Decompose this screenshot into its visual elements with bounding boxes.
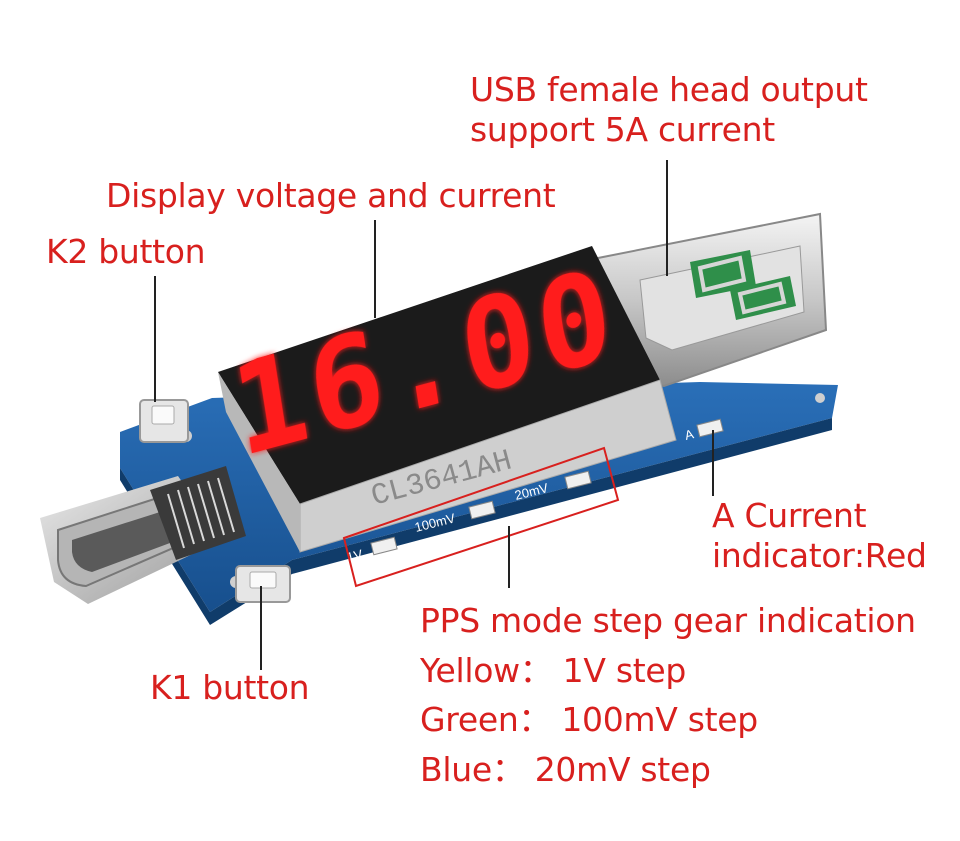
- leader-display: [374, 220, 376, 318]
- callout-k1-text: K1 button: [150, 668, 310, 707]
- usb-c-plug: [40, 466, 246, 604]
- k2-tactile-button: [139, 399, 189, 443]
- current-led: [696, 418, 724, 438]
- callout-current-line-1: A Current: [712, 496, 867, 535]
- callout-pps-blue: Blue： 20mV step: [420, 749, 711, 789]
- callout-pps-title: PPS mode step gear indication: [420, 601, 916, 640]
- usb-a-female-connector: [596, 212, 828, 388]
- callout-k1: K1 button: [150, 668, 310, 708]
- leader-usb: [666, 160, 668, 276]
- callout-k2-text: K2 button: [46, 232, 206, 271]
- callout-k2: K2 button: [46, 232, 206, 272]
- pps-highlight-box: [342, 446, 620, 588]
- callout-usb-line-2: support 5A current: [470, 109, 775, 149]
- leader-k1: [260, 586, 262, 670]
- k1-tactile-button: [235, 565, 291, 603]
- leader-current: [712, 430, 714, 496]
- callout-display: Display voltage and current: [106, 176, 556, 216]
- callout-usb-line-1: USB female head output: [470, 70, 868, 109]
- leader-pps: [508, 526, 510, 588]
- callout-usb-output: USB female head output support 5A curren…: [470, 70, 868, 149]
- callout-pps-yellow: Yellow： 1V step: [420, 650, 687, 690]
- callout-current-line-2: indicator:Red: [712, 535, 927, 575]
- silkscreen-a: A: [683, 426, 695, 443]
- leader-k2: [154, 276, 156, 402]
- callout-current-indicator: A Current indicator:Red: [712, 496, 927, 575]
- callout-pps-green: Green： 100mV step: [420, 700, 758, 739]
- callout-display-text: Display voltage and current: [106, 176, 556, 215]
- callout-pps: PPS mode step gear indication Yellow： 1V…: [420, 596, 916, 794]
- led-display-module: CL3641AH 16.00: [218, 241, 677, 553]
- solder-pad: [815, 393, 825, 403]
